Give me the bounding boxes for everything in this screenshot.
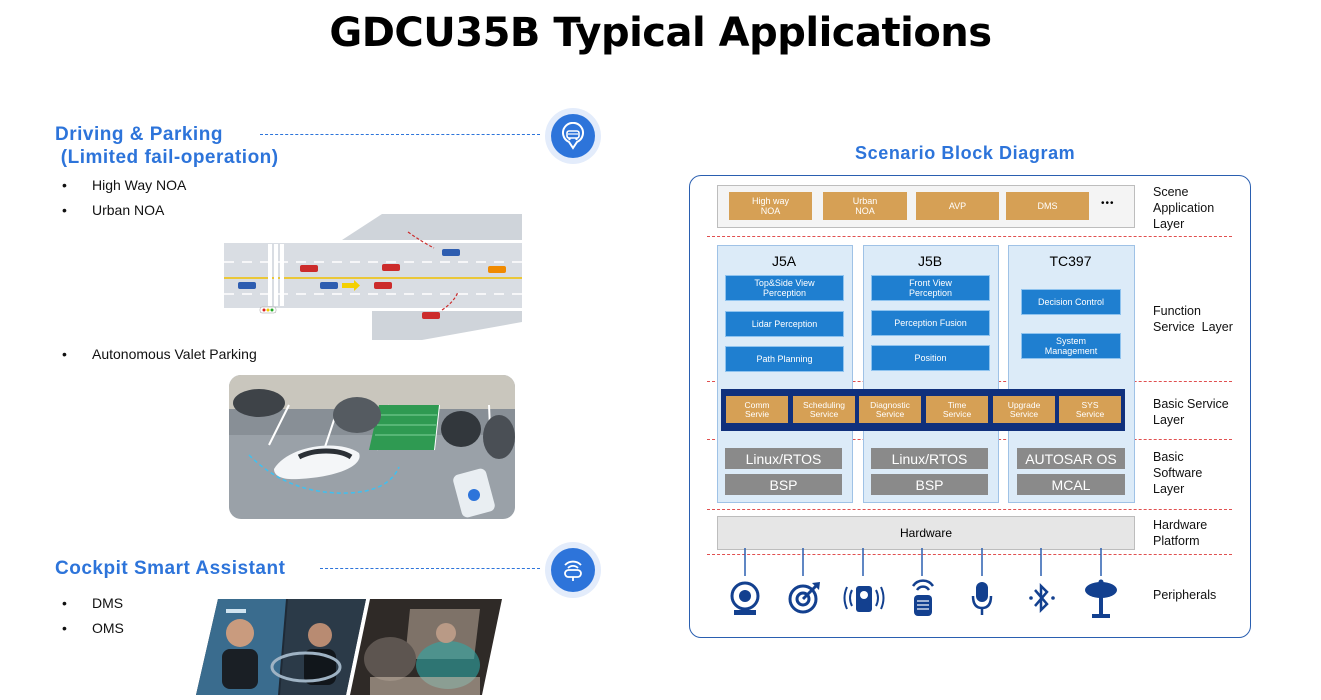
scene-app-dms: DMS — [1006, 192, 1089, 220]
page-title: GDCU35B Typical Applications — [329, 10, 992, 56]
highway-noa-illustration — [222, 212, 524, 342]
chip-j5b-title: J5B — [917, 253, 943, 269]
layer-label-hardware: Hardware Platform — [1153, 518, 1208, 548]
list-item: •Autonomous Valet Parking — [62, 346, 257, 362]
service-scheduling: Scheduling Service — [793, 396, 855, 423]
chip-j5a-title: J5A — [771, 253, 797, 269]
layer-divider — [707, 509, 1232, 510]
service-time: Time Service — [926, 396, 988, 423]
software-j5a-bsp: BSP — [725, 474, 842, 495]
function-front-view-perception: Front View Perception — [871, 275, 990, 301]
diagram-title: Scenario Block Diagram — [855, 143, 1076, 163]
cockpit-heading: Cockpit Smart Assistant — [55, 558, 286, 579]
bluetooth-icon — [1027, 580, 1057, 616]
layer-label-function: Function Service Layer — [1153, 304, 1233, 334]
layer-label-basic-software: Basic Software Layer — [1153, 450, 1203, 496]
function-top-side-view-perception: Top&Side View Perception — [725, 275, 844, 301]
list-item: •OMS — [62, 620, 124, 636]
driving-heading-line1: Driving & Parking — [55, 124, 223, 145]
layer-divider — [707, 236, 1232, 237]
function-lidar-perception: Lidar Perception — [725, 311, 844, 337]
function-perception-fusion: Perception Fusion — [871, 310, 990, 336]
driving-dashed-divider — [260, 134, 540, 135]
camera-icon — [728, 578, 762, 618]
layer-label-scene: Scene Application Layer — [1153, 185, 1215, 231]
layer-label-basic-service: Basic Service Layer — [1153, 397, 1229, 427]
service-diagnostic: Diagnostic Service — [859, 396, 921, 423]
car-pin-icon — [562, 122, 584, 150]
microphone-icon — [970, 578, 994, 618]
scene-app-highway-noa: High way NOA — [729, 192, 812, 220]
list-item: •Urban NOA — [62, 202, 165, 218]
v2x-antenna-icon — [908, 578, 938, 618]
dms-camera-photo — [196, 599, 366, 695]
list-item: •DMS — [62, 595, 124, 611]
oms-cabin-photo — [350, 599, 502, 695]
gnss-antenna-icon — [1082, 578, 1120, 620]
layer-label-peripherals: Peripherals — [1153, 588, 1217, 602]
chip-tc397-title: TC397 — [1049, 253, 1092, 269]
cockpit-circle-badge — [551, 548, 595, 592]
scene-app-urban-noa: Urban NOA — [823, 192, 907, 220]
valet-parking-illustration — [229, 375, 515, 519]
function-system-management: System Management — [1021, 333, 1121, 359]
service-upgrade: Upgrade Service — [993, 396, 1055, 423]
hardware-box: Hardware — [717, 516, 1135, 550]
software-tc397-os: AUTOSAR OS — [1017, 448, 1125, 469]
layer-divider — [707, 554, 1232, 555]
software-j5b-bsp: BSP — [871, 474, 988, 495]
software-j5a-os: Linux/RTOS — [725, 448, 842, 469]
radar-icon — [786, 580, 822, 616]
driving-circle-badge — [551, 114, 595, 158]
voice-assistant-icon — [564, 560, 582, 581]
more-ellipsis: ••• — [1101, 198, 1115, 209]
service-comm: Comm Servie — [726, 396, 788, 423]
software-tc397-mcal: MCAL — [1017, 474, 1125, 495]
software-j5b-os: Linux/RTOS — [871, 448, 988, 469]
function-decision-control: Decision Control — [1021, 289, 1121, 315]
basic-service-band — [721, 389, 1125, 431]
function-position: Position — [871, 345, 990, 371]
driving-heading-line2: (Limited fail-operation) — [55, 147, 279, 168]
function-path-planning: Path Planning — [725, 346, 844, 372]
scene-app-avp: AVP — [916, 192, 999, 220]
service-sys: SYS Service — [1059, 396, 1121, 423]
peripheral-connectors — [744, 548, 1102, 576]
cockpit-dashed-divider — [320, 568, 540, 569]
list-item: •High Way NOA — [62, 177, 187, 193]
ultrasonic-sensor-icon — [843, 580, 885, 616]
